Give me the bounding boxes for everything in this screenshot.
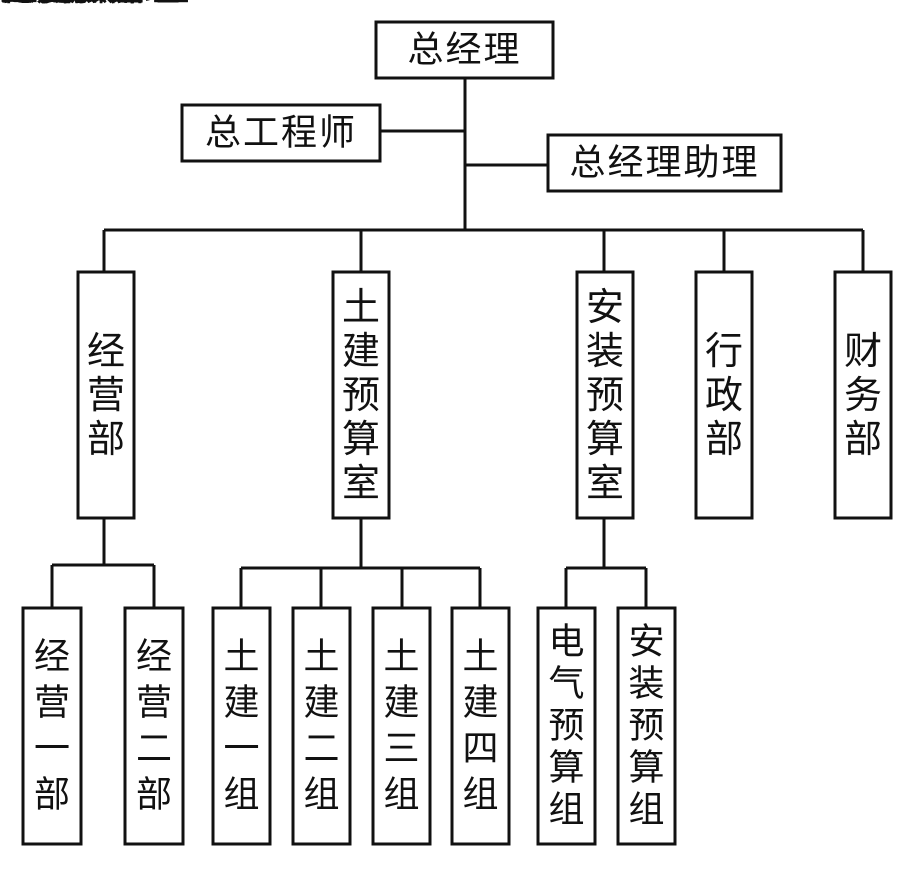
connector-lines <box>50 78 865 608</box>
node-electrical-budget-group-box <box>536 606 597 846</box>
node-general-manager: 总经理 <box>374 20 555 80</box>
node-sales-dept: 经营部经营部 <box>0 0 136 520</box>
node-chief-engineer-label: 总工程师 <box>205 113 357 154</box>
node-sales-unit-1-box <box>21 606 83 846</box>
node-gm-assistant: 总经理助理 <box>546 133 783 193</box>
node-civil-group-2-box <box>291 606 352 846</box>
node-general-manager-box <box>374 20 555 80</box>
node-gm-assistant-label: 总经理助理 <box>569 143 759 184</box>
node-admin-dept-box <box>694 270 754 520</box>
node-finance-dept-box <box>833 270 893 520</box>
node-civil-group-3-box <box>371 606 432 846</box>
node-civil-budget-office-label: 土建预算室土建预算室 <box>0 0 380 505</box>
node-install-budget-group-box <box>616 606 677 846</box>
node-civil-budget-office: 土建预算室土建预算室 <box>0 0 391 520</box>
node-install-budget-office-box <box>575 270 635 520</box>
node-sales-unit-2-box <box>123 606 185 846</box>
node-civil-group-4-box <box>450 606 511 846</box>
org-nodes: 总经理总工程师总经理助理经营部经营部土建预算室土建预算室安装预算室安装预算室行政… <box>0 0 893 846</box>
node-chief-engineer: 总工程师 <box>180 103 382 163</box>
node-civil-group-1-box <box>211 606 272 846</box>
node-gm-assistant-box <box>546 133 783 193</box>
node-civil-budget-office-box <box>331 270 391 520</box>
node-chief-engineer-box <box>180 103 382 163</box>
node-general-manager-label: 总经理 <box>407 30 521 71</box>
node-sales-dept-box <box>76 270 136 520</box>
